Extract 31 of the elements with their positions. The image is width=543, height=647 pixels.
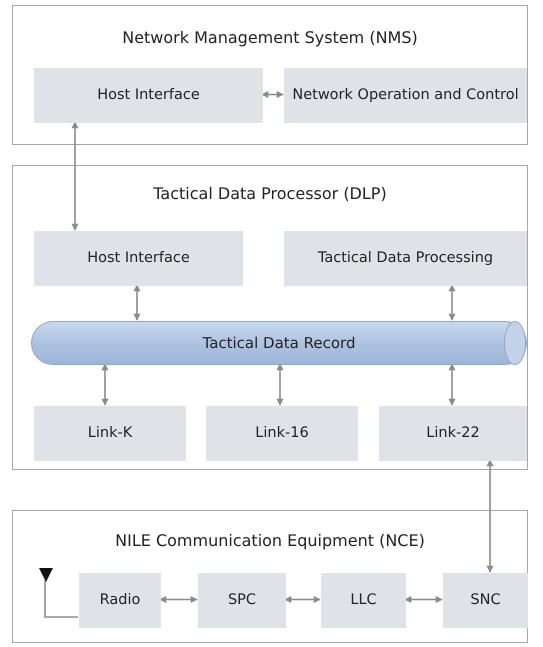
connector-line <box>404 596 443 603</box>
group-title: NILE Communication Equipment (NCE) <box>114 531 426 550</box>
process-box: Radio <box>79 573 161 628</box>
connector-line <box>44 580 78 618</box>
process-box: LLC <box>321 573 406 628</box>
connector-line <box>261 91 284 98</box>
antenna-icon <box>39 567 53 581</box>
process-box: Link-16 <box>206 406 358 461</box>
process-box: Host Interface <box>34 68 263 123</box>
process-box: Network Operation and Control <box>284 68 527 123</box>
process-box: Link-22 <box>379 406 527 461</box>
process-box: Tactical Data Processing <box>284 231 527 286</box>
connector-line <box>448 284 456 321</box>
process-box: SPC <box>198 573 286 628</box>
group-panel <box>12 165 528 470</box>
connector-line <box>159 596 198 603</box>
group-panel <box>12 510 528 643</box>
connector-line <box>486 459 494 573</box>
group-title: Network Management System (NMS) <box>121 28 419 47</box>
connector-line <box>72 121 78 231</box>
connector-line <box>448 363 456 406</box>
group-panel <box>12 5 528 145</box>
connector-line <box>134 284 140 321</box>
connector-line <box>276 363 284 406</box>
group-title: Tactical Data Processor (DLP) <box>152 184 388 203</box>
process-box: SNC <box>443 573 528 628</box>
process-box: Link-K <box>34 406 186 461</box>
data-store-cylinder: Tactical Data Record <box>31 321 527 365</box>
process-box: Host Interface <box>34 231 243 286</box>
connector-line <box>284 596 321 603</box>
connector-line <box>102 363 108 406</box>
